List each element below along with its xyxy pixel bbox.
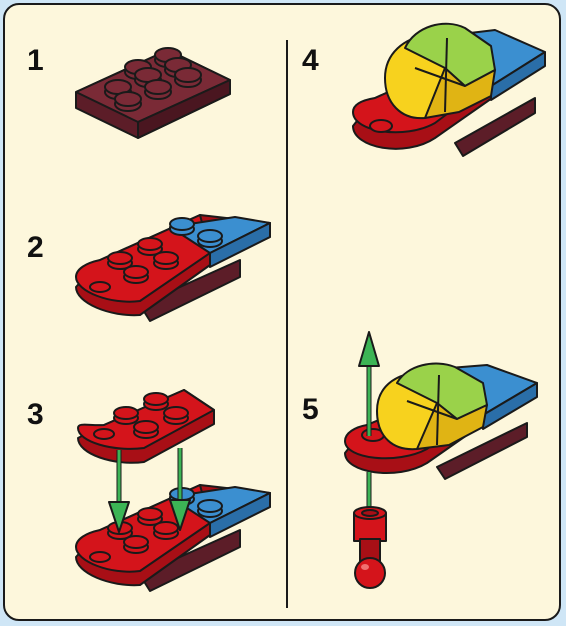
- step-number-5: 5: [302, 393, 319, 426]
- step-5-red-pin: [353, 506, 387, 589]
- step-number-2: 2: [27, 231, 44, 264]
- column-divider: [286, 40, 288, 608]
- step-2-red-and-blue-plates: [75, 214, 271, 322]
- step-5-up-arrow: [358, 331, 380, 436]
- step-number-1: 1: [27, 44, 44, 77]
- step-number-4: 4: [302, 44, 319, 77]
- step-1-dark-red-plate: [75, 47, 231, 139]
- step-3-down-arrows: [108, 448, 191, 533]
- step-4-assembled-model: [352, 22, 546, 157]
- step-3-red-plate-above: [77, 389, 215, 464]
- step-number-3: 3: [27, 398, 44, 431]
- step-5-assembled-model: [344, 362, 538, 480]
